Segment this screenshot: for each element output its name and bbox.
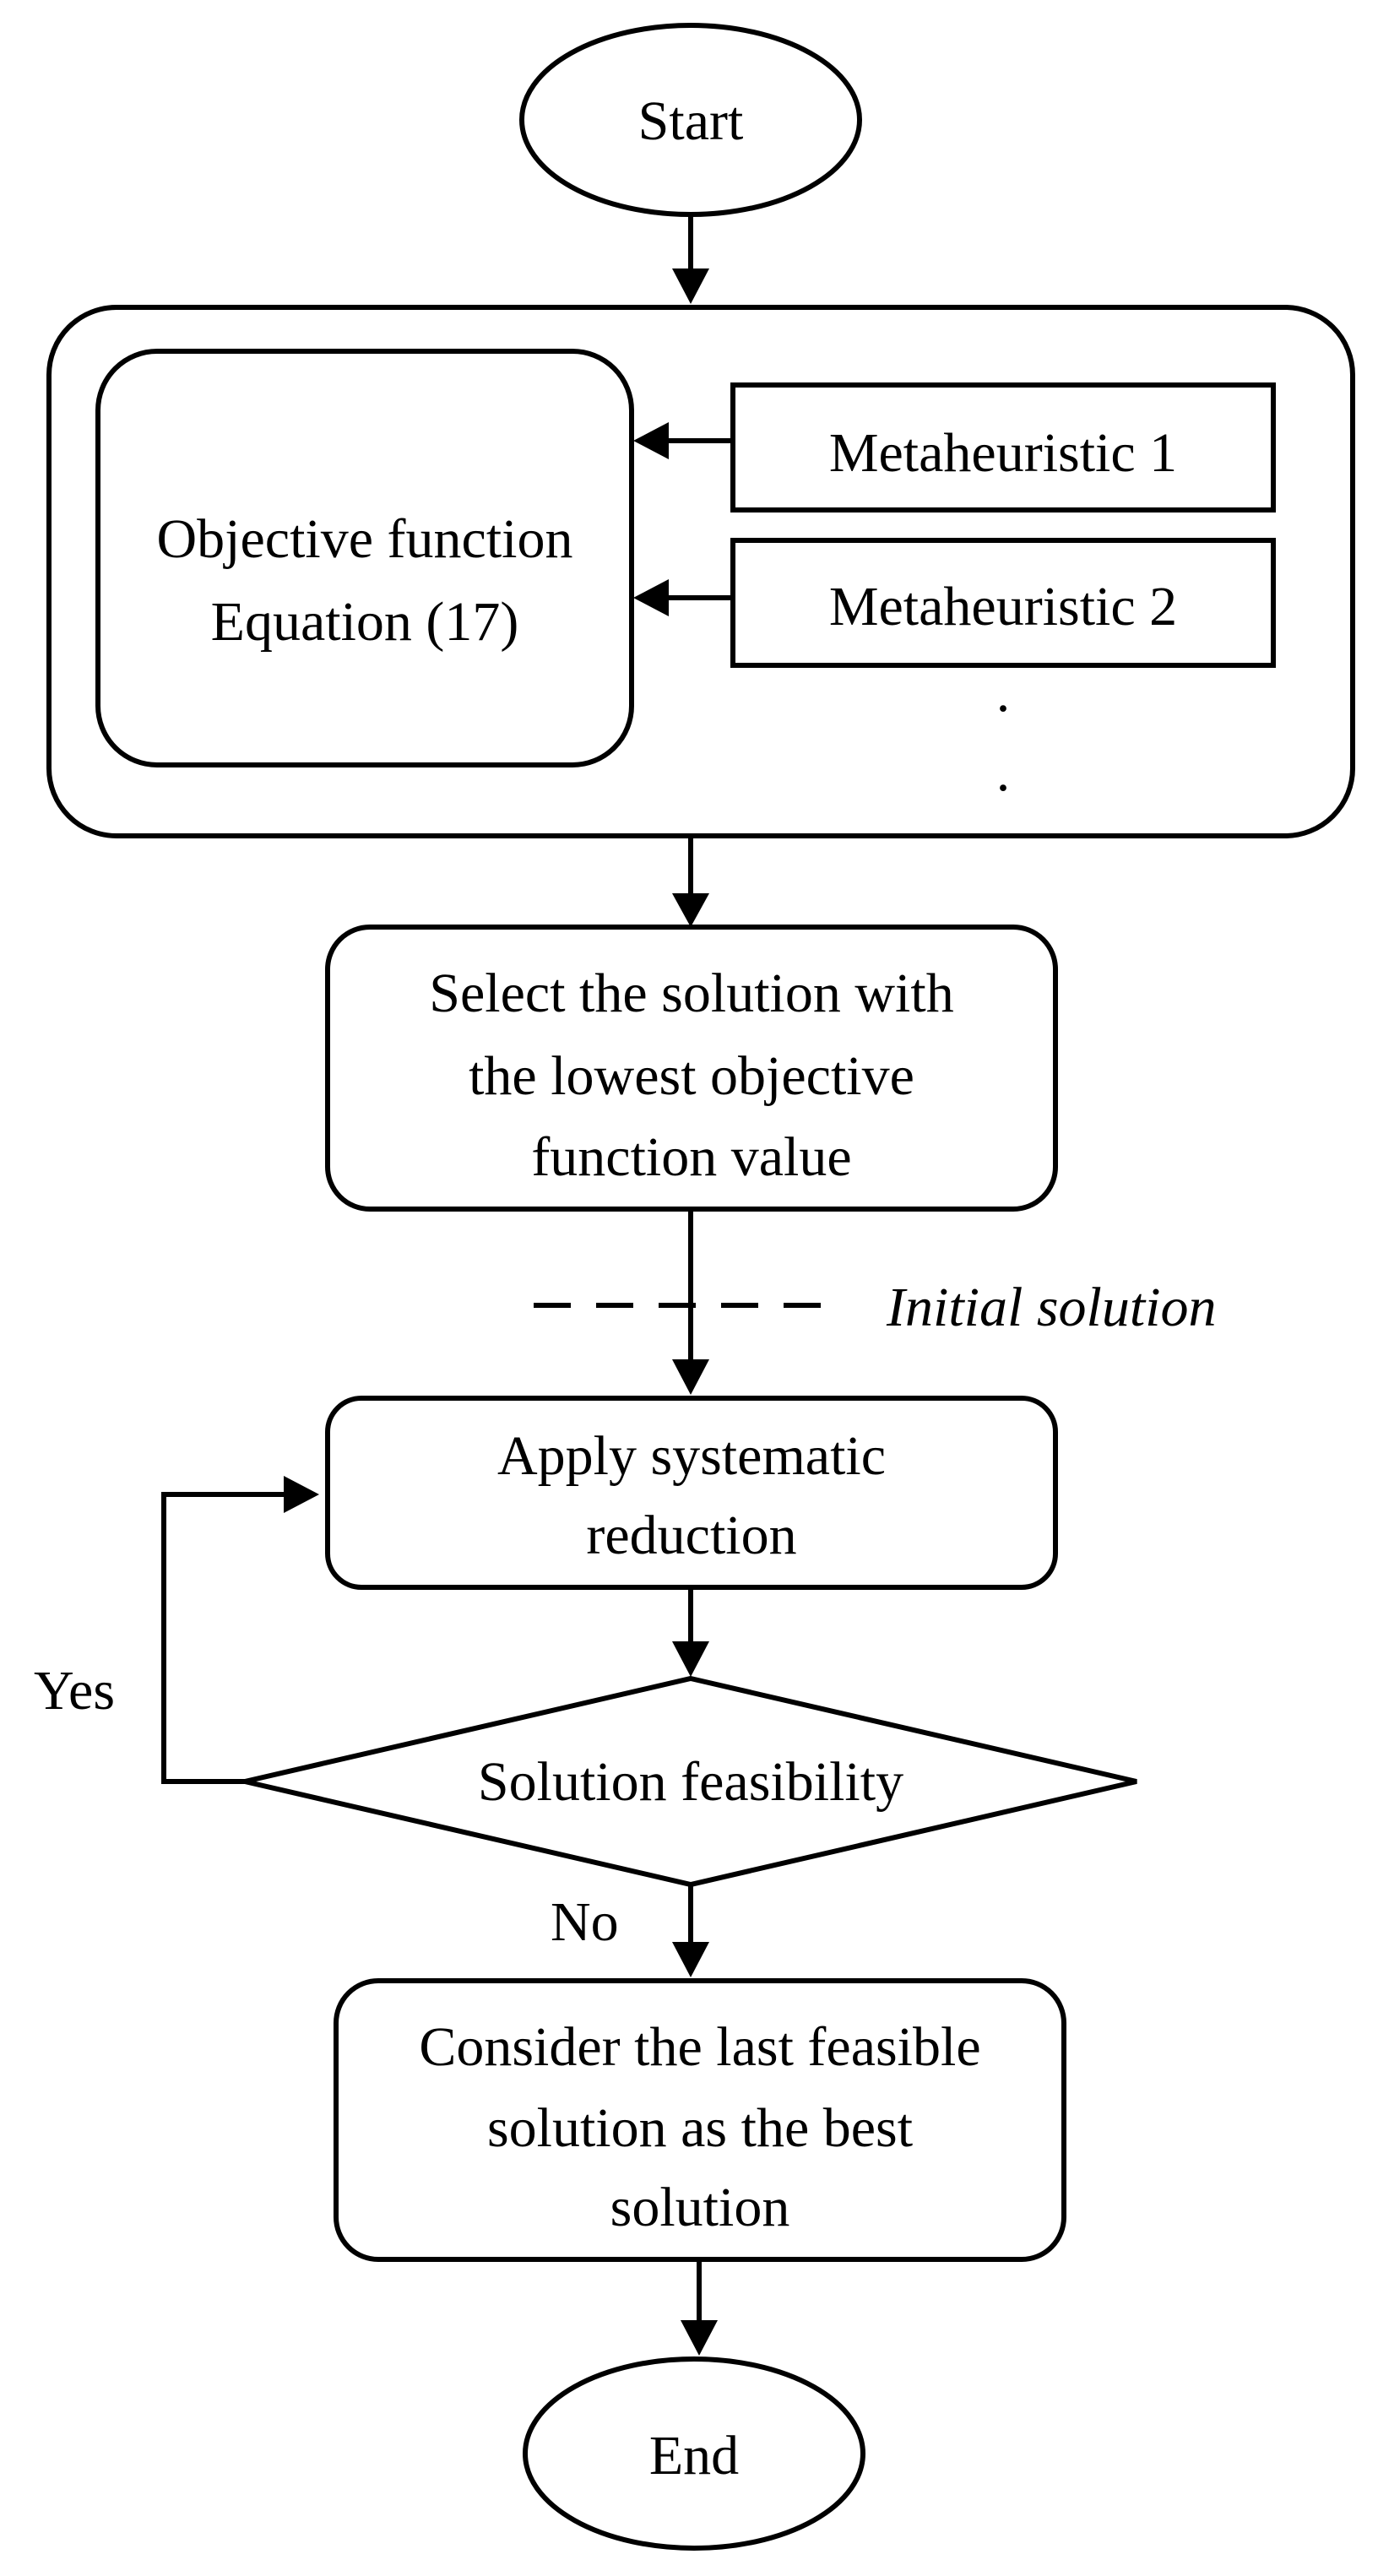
no-arrow — [672, 1885, 709, 1977]
decision-label: Solution feasibility — [478, 1751, 903, 1813]
start-label: Start — [638, 90, 744, 152]
apply-reduction-box: Apply systematic reduction — [325, 1396, 1058, 1590]
apply-line-1: Apply systematic — [497, 1425, 886, 1487]
end-label: End — [649, 2425, 739, 2487]
arrow-apply-to-decision — [672, 1587, 709, 1677]
arrow-select-to-apply — [672, 1209, 709, 1395]
metaheuristic-2-box: Metaheuristic 2 — [730, 538, 1276, 668]
arrow-start-to-container — [672, 214, 709, 304]
consider-line-2: solution as the best — [487, 2097, 913, 2159]
select-line-1: Select the solution with — [429, 963, 953, 1024]
initial-solution-label: Initial solution — [886, 1277, 1217, 1338]
arrow-container-to-select — [672, 836, 709, 927]
start-terminal: Start — [519, 23, 862, 217]
no-label: No — [551, 1891, 619, 1953]
consider-best-solution-box: Consider the last feasible solution as t… — [334, 1978, 1066, 2262]
objective-line-2: Equation (17) — [211, 591, 519, 653]
continuation-dot-1: . — [996, 662, 1011, 724]
end-terminal: End — [523, 2356, 865, 2551]
arrow-metaheuristic-2 — [633, 579, 733, 616]
metaheuristic-1-box: Metaheuristic 1 — [730, 382, 1276, 512]
metaheuristic-2-label: Metaheuristic 2 — [829, 576, 1177, 637]
select-solution-box: Select the solution with the lowest obje… — [325, 925, 1058, 1212]
select-line-2: the lowest objective — [469, 1045, 914, 1107]
consider-line-3: solution — [610, 2177, 790, 2238]
select-line-3: function value — [531, 1126, 851, 1188]
arrow-metaheuristic-1 — [633, 422, 733, 459]
yes-label: Yes — [34, 1660, 115, 1722]
consider-line-1: Consider the last feasible — [419, 2016, 980, 2078]
arrow-consider-to-end — [681, 2259, 718, 2356]
continuation-dot-2: . — [996, 741, 1011, 803]
yes-loop-arrow — [161, 1476, 319, 1784]
metaheuristic-1-label: Metaheuristic 1 — [829, 422, 1177, 484]
objective-function-box: Objective function Equation (17) — [95, 349, 634, 767]
feasibility-decision: Solution feasibility — [244, 1675, 1137, 1888]
objective-line-1: Objective function — [156, 508, 572, 570]
apply-line-2: reduction — [586, 1505, 796, 1566]
